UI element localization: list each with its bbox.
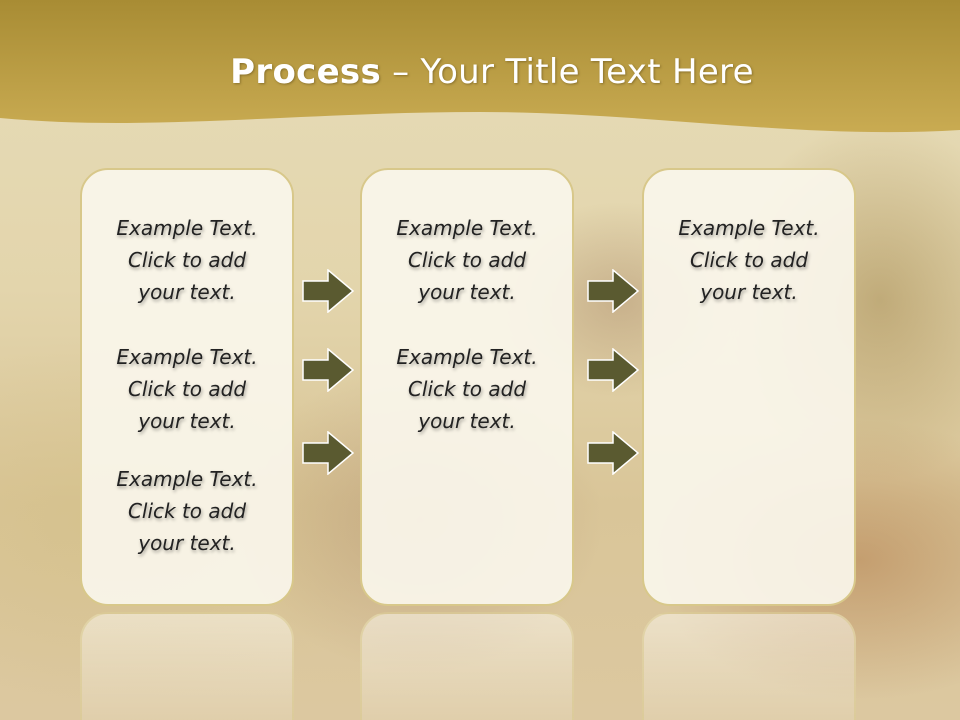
text-line: your text. [700,280,798,304]
text-line: your text. [418,409,516,433]
process-box-3[interactable]: Example Text. Click to add your text. [642,168,856,606]
text-block[interactable]: Example Text. Click to add your text. [82,212,292,308]
text-block[interactable]: Example Text. Click to add your text. [362,341,572,437]
text-line: Click to add [407,248,527,272]
right-arrow-icon[interactable] [587,269,639,313]
text-line: Click to add [127,499,247,523]
text-line: Click to add [407,377,527,401]
title-banner [0,0,960,133]
text-line: your text. [418,280,516,304]
process-box-1[interactable]: Example Text. Click to add your text. Ex… [80,168,294,606]
title-bold: Process [230,52,382,92]
text-line: Click to add [127,377,247,401]
text-block[interactable]: Example Text. Click to add your text. [644,212,854,308]
right-arrow-icon[interactable] [587,348,639,392]
box-reflection [642,612,856,720]
text-line: your text. [138,409,236,433]
title-rest: – Your Title Text Here [381,52,754,92]
text-line: Example Text. [396,345,538,369]
page-title[interactable]: Process – Your Title Text Here [0,52,960,92]
text-line: your text. [138,531,236,555]
right-arrow-icon[interactable] [302,269,354,313]
right-arrow-icon[interactable] [302,431,354,475]
text-line: Click to add [689,248,809,272]
right-arrow-icon[interactable] [302,348,354,392]
text-block[interactable]: Example Text. Click to add your text. [82,463,292,559]
text-line: Example Text. [116,216,258,240]
text-line: Example Text. [678,216,820,240]
box-reflection [80,612,294,720]
text-line: Example Text. [396,216,538,240]
text-line: Example Text. [116,345,258,369]
text-line: Click to add [127,248,247,272]
process-box-2[interactable]: Example Text. Click to add your text. Ex… [360,168,574,606]
text-line: Example Text. [116,467,258,491]
box-reflection [360,612,574,720]
text-block[interactable]: Example Text. Click to add your text. [362,212,572,308]
text-block[interactable]: Example Text. Click to add your text. [82,341,292,437]
right-arrow-icon[interactable] [587,431,639,475]
text-line: your text. [138,280,236,304]
